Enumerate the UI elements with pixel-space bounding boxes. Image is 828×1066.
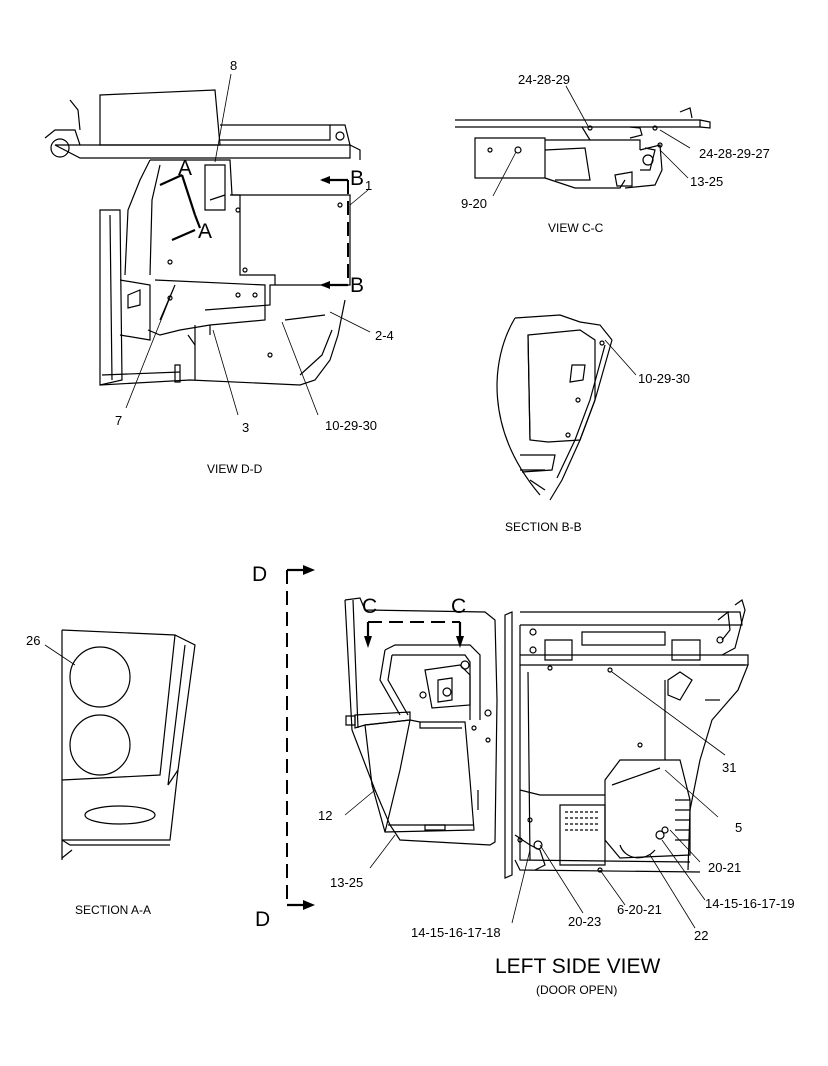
callout-31: 31 xyxy=(722,760,736,775)
callout-8: 8 xyxy=(230,58,237,73)
callout-2-4: 2-4 xyxy=(375,328,394,343)
callout-9-20: 9-20 xyxy=(461,196,487,211)
callout-20-21: 20-21 xyxy=(708,860,741,875)
caption-section-aa: SECTION A-A xyxy=(75,903,151,917)
callout-6-20-21: 6-20-21 xyxy=(617,902,662,917)
caption-view-dd: VIEW D-D xyxy=(207,462,263,476)
section-letter-d-bottom: D xyxy=(255,908,270,931)
callout-13-25-left-side: 13-25 xyxy=(330,875,363,890)
caption-view-cc: VIEW C-C xyxy=(548,221,604,235)
view-dd-drawing xyxy=(44,73,371,416)
callout-13-25-view-cc: 13-25 xyxy=(690,174,723,189)
callout-5: 5 xyxy=(735,820,742,835)
left-side-view-drawing xyxy=(344,597,749,929)
callout-1: 1 xyxy=(365,178,372,193)
section-letter-c-left: C xyxy=(362,595,377,618)
section-letter-a-bottom: A xyxy=(198,220,212,243)
section-aa-drawing xyxy=(44,629,196,860)
callout-14-15-16-17-18: 14-15-16-17-18 xyxy=(411,925,501,940)
callout-24-28-29: 24-28-29 xyxy=(518,72,570,87)
section-letter-b-top: B xyxy=(350,167,364,190)
section-dd-cutline xyxy=(286,565,315,910)
section-letter-c-right: C xyxy=(451,595,466,618)
callout-7: 7 xyxy=(115,413,122,428)
callout-14-15-16-17-19: 14-15-16-17-19 xyxy=(705,896,795,911)
callout-26: 26 xyxy=(26,633,40,648)
caption-left-side-view: LEFT SIDE VIEW xyxy=(495,955,660,978)
caption-section-bb: SECTION B-B xyxy=(505,520,582,534)
callout-10-29-30-view-dd: 10-29-30 xyxy=(325,418,377,433)
caption-door-open: (DOOR OPEN) xyxy=(536,983,617,997)
callout-20-23: 20-23 xyxy=(568,914,601,929)
section-letter-a-top: A xyxy=(178,157,192,180)
callout-12: 12 xyxy=(318,808,332,823)
callout-3: 3 xyxy=(242,420,249,435)
section-letter-d-top: D xyxy=(252,563,267,586)
section-letter-b-bottom: B xyxy=(350,274,364,297)
callout-22: 22 xyxy=(694,928,708,943)
view-cc-drawing xyxy=(455,85,711,197)
section-bb-drawing xyxy=(496,314,637,501)
callout-24-28-29-27: 24-28-29-27 xyxy=(699,146,770,161)
callout-10-29-30-section-bb: 10-29-30 xyxy=(638,371,690,386)
